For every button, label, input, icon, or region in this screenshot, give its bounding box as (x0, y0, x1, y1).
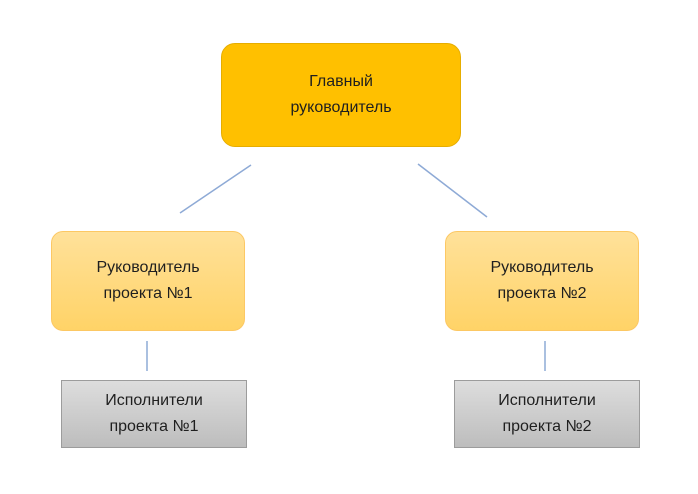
node-manager-2-line2: проекта №2 (497, 285, 587, 302)
node-team-2: Исполнители проекта №2 (454, 380, 640, 448)
connector-head-manager-2 (417, 163, 488, 218)
node-manager-2-line1: Руководитель (490, 259, 594, 276)
node-manager-2: Руководитель проекта №2 (445, 231, 639, 331)
node-head-line1: Главный (309, 73, 373, 90)
node-team-1: Исполнители проекта №1 (61, 380, 247, 448)
node-team-1-line1: Исполнители (105, 392, 203, 409)
node-manager-1-line2: проекта №1 (103, 285, 193, 302)
node-team-2-line2: проекта №2 (502, 418, 592, 435)
node-team-2-line1: Исполнители (498, 392, 596, 409)
node-manager-1-line1: Руководитель (96, 259, 200, 276)
node-team-1-line2: проекта №1 (109, 418, 199, 435)
node-head: Главный руководитель (221, 43, 461, 147)
node-head-line2: руководитель (290, 99, 392, 116)
node-manager-1: Руководитель проекта №1 (51, 231, 245, 331)
connector-head-manager-1 (179, 164, 252, 214)
